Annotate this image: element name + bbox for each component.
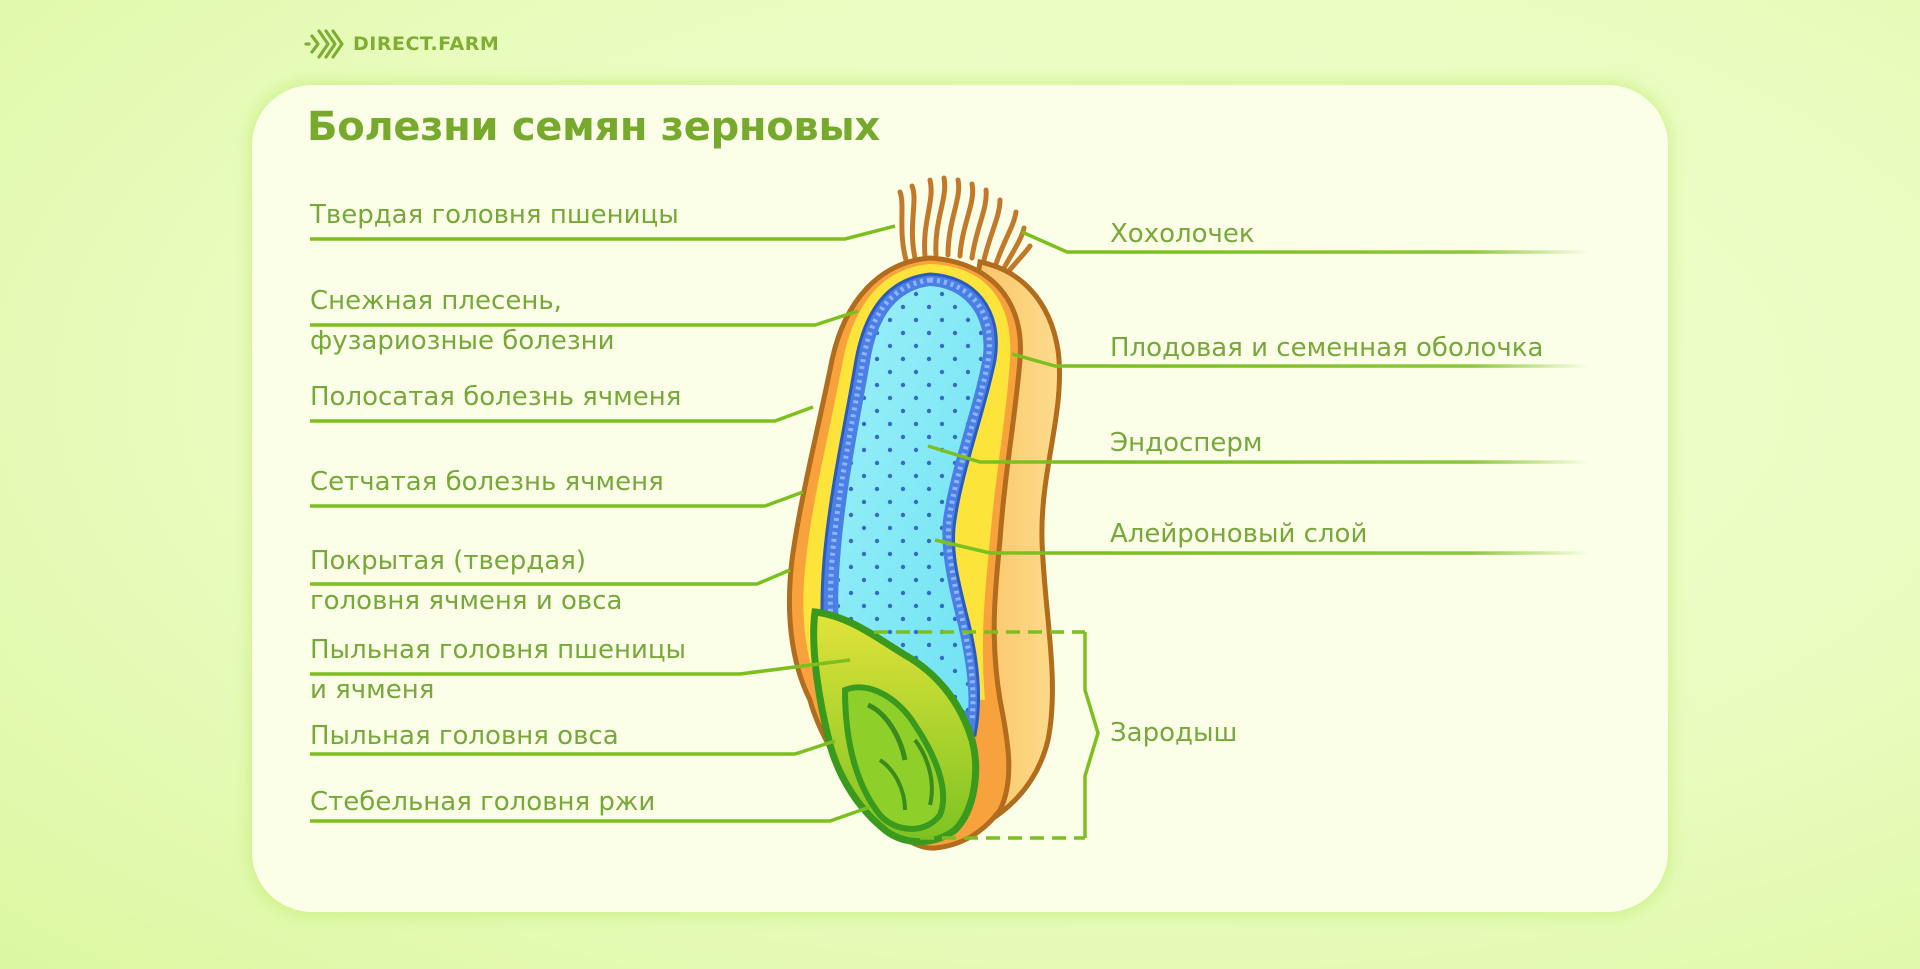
label-setchataya-bolezn: Сетчатая болезнь ячменя [310, 467, 664, 497]
chevrons-right-icon [304, 29, 344, 59]
page-title: Болезни семян зерновых [307, 104, 880, 150]
label-polosataya-bolezn: Полосатая болезнь ячменя [310, 382, 682, 412]
label-aleyronovyy-sloy: Алейроновый слой [1110, 519, 1368, 549]
label-hoholochek: Хохолочек [1110, 219, 1255, 249]
label-tverdaya-golovnya-pshenitsy: Твердая головня пшеницы [310, 200, 679, 230]
label-snezhnaya-plesen: Снежная плесень, фузариозные болезни [310, 286, 615, 356]
label-pylnaya-golovnya-ovsa: Пыльная головня овса [310, 721, 619, 751]
label-zarodysh: Зародыш [1110, 718, 1238, 748]
label-pylnaya-golovnya-pshenitsy: Пыльная головня пшеницы и ячменя [310, 635, 687, 705]
brand-name: DIRECT.FARM [353, 33, 500, 55]
label-plodovaya-obolochka: Плодовая и семенная оболочка [1110, 333, 1544, 363]
label-endosperm: Эндосперм [1110, 428, 1263, 458]
label-pokrytaya-golovnya: Покрытая (твердая) головня ячменя и овса [310, 546, 623, 616]
label-stebelnaya-golovnya: Стебельная головня ржи [310, 787, 656, 817]
brand-logo: DIRECT.FARM [303, 26, 499, 62]
